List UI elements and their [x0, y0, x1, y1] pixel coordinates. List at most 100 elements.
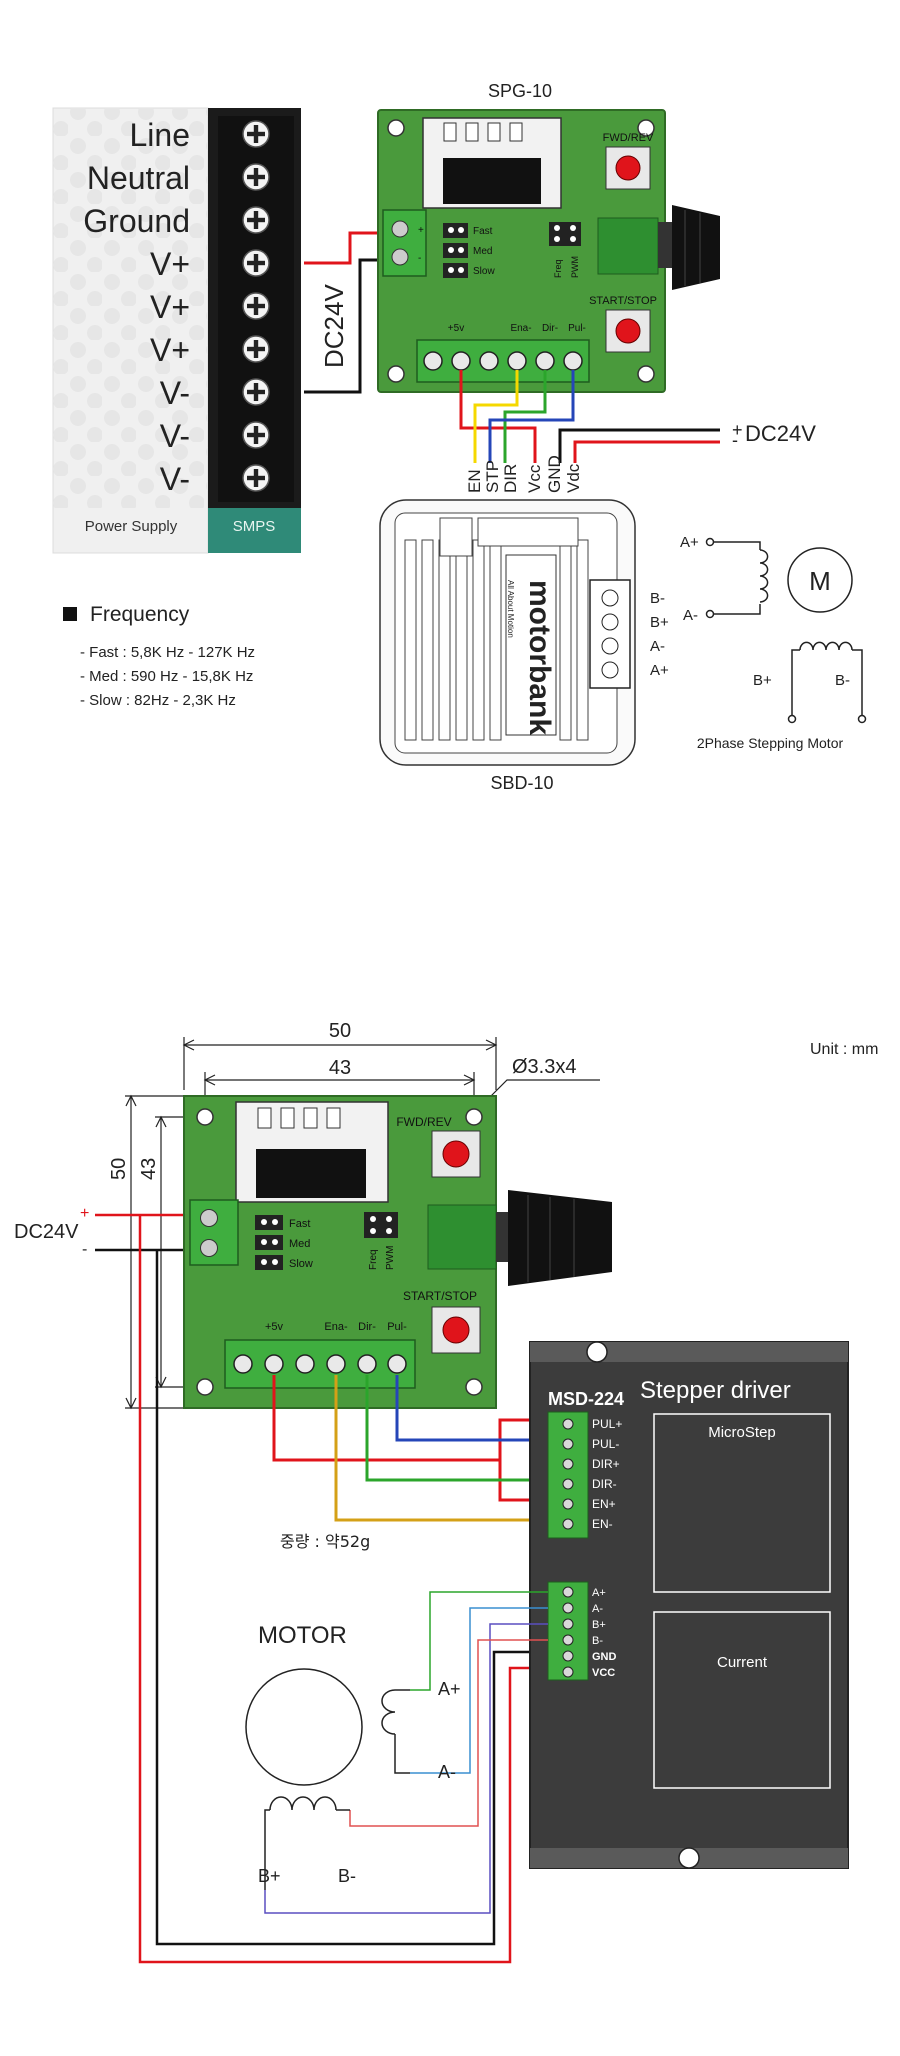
coil-pin-label: B- [650, 590, 665, 607]
power-pin-label: VCC [592, 1667, 615, 1679]
pin-label: Ena- [324, 1321, 348, 1333]
start-stop-label: START/STOP [403, 1289, 477, 1303]
mode-jumpers: Freq PWM [364, 1212, 398, 1270]
dc-label: DC24V [14, 1221, 79, 1243]
spg10-board: SPG-10 FWD/REV + - [377, 81, 720, 393]
signal-pin-labels: PUL+ PUL- DIR+ DIR- EN+ EN- [592, 1417, 622, 1531]
signal-pin-label: PUL+ [592, 1417, 622, 1431]
jumper-label: Freq [368, 1249, 379, 1270]
signal-connector [547, 1411, 589, 1539]
signal-pin-label: DIR+ [592, 1457, 620, 1471]
jumper-label: Fast [473, 226, 493, 237]
frequency-title: Frequency [90, 603, 190, 626]
spg-title: SPG-10 [488, 81, 552, 101]
dim-hole: Ø3.3x4 [512, 1056, 576, 1078]
signal-pin-label: DIR- [592, 1477, 617, 1491]
signal-terminal-block [224, 1339, 416, 1389]
svg-text:-: - [418, 253, 421, 264]
terminal-label: V- [160, 375, 190, 411]
motor-a-plus: A+ [438, 1679, 461, 1699]
power-pin-label: B+ [592, 1619, 606, 1631]
motor-a-minus: A- [683, 607, 698, 624]
bottom-section: Unit : mm 50 43 Ø3.3x4 [14, 1020, 878, 1964]
terminal-label: Line [130, 117, 191, 153]
supply-plus: + [732, 420, 743, 440]
signal-pin-label: PUL- [592, 1437, 619, 1451]
pin-label: Dir- [358, 1321, 376, 1333]
psu-power-wires [304, 231, 385, 394]
signal-pin-label: EN+ [592, 1497, 616, 1511]
dim-height-50: 50 [108, 1158, 130, 1180]
unit-label: Unit : mm [810, 1041, 878, 1058]
msd-title: Stepper driver [640, 1377, 791, 1404]
jumper-label: Med [289, 1238, 310, 1250]
driver-pin-label: DIR [501, 464, 520, 493]
pin-label: Pul- [387, 1321, 407, 1333]
motor-title: MOTOR [258, 1622, 347, 1649]
driver-pin-label: GND [545, 455, 564, 493]
sbd-coil-labels: B- B+ A- A+ [650, 590, 669, 679]
pin-label: Pul- [568, 323, 586, 334]
coil-pin-label: B+ [650, 614, 669, 631]
control-wires [459, 370, 720, 463]
potentiometer-knob[interactable] [427, 1190, 612, 1286]
driver-pin-label: Vdc [564, 463, 583, 493]
terminal-label: V+ [150, 332, 190, 368]
spg10-board-dimensioned: FWD/REV Fast Med Slow Freq [183, 1095, 612, 1409]
jumper-label: Slow [473, 266, 495, 277]
motor-a-minus: A- [438, 1762, 456, 1782]
motor-m-label: M [809, 566, 831, 596]
pin-label: +5v [448, 323, 464, 334]
speed-jumpers: Fast Med Slow [443, 223, 495, 278]
sbd-title: SBD-10 [490, 773, 553, 793]
supply-minus: - [732, 430, 738, 450]
power-pin-label: B- [592, 1635, 603, 1647]
motor-b-plus: B+ [753, 672, 772, 689]
jumper-label: PWM [570, 256, 580, 278]
weight-label: 중량 : 약52g [280, 1532, 370, 1551]
power-connector [547, 1581, 589, 1681]
dim-height-43: 43 [138, 1158, 160, 1180]
terminal-label: Ground [83, 203, 190, 239]
terminal-label: V+ [150, 289, 190, 325]
sbd-subtitle: All About Motion [506, 580, 515, 638]
microstep-panel [653, 1413, 831, 1593]
potentiometer-knob[interactable] [597, 205, 720, 290]
current-panel [653, 1611, 831, 1789]
terminal-label: V- [160, 418, 190, 454]
msd224-driver: MSD-224 Stepper driver PUL+ PUL- DIR+ DI… [529, 1341, 849, 1869]
speed-jumpers: Fast Med Slow [255, 1215, 313, 1270]
dimension-lines [125, 1037, 600, 1410]
power-supply: Power Supply SMPS Line Neutral Ground V+… [52, 107, 301, 554]
dim-width-50: 50 [329, 1020, 351, 1042]
terminal-label: V+ [150, 246, 190, 282]
terminal-label: Neutral [87, 160, 190, 196]
dc24v-vertical-label: DC24V [319, 284, 349, 368]
dc-plus: + [80, 1205, 89, 1222]
signal-pin-label: EN- [592, 1517, 613, 1531]
psu-label: Power Supply [85, 518, 178, 535]
current-label: Current [717, 1654, 768, 1671]
dc-input-terminal [382, 209, 427, 277]
frequency-line: - Med : 590 Hz - 15,8K Hz [80, 668, 253, 685]
frequency-info: Frequency - Fast : 5,8K Hz - 127K Hz - M… [63, 603, 255, 709]
microstep-label: MicroStep [708, 1424, 776, 1441]
power-pin-label: A- [592, 1603, 603, 1615]
motor-wires [264, 1591, 548, 1914]
smps-label: SMPS [233, 518, 276, 535]
pin-label: Dir- [542, 323, 558, 334]
jumper-label: PWM [385, 1246, 396, 1270]
terminal-label: V- [160, 461, 190, 497]
psu-terminal-labels: Line Neutral Ground V+ V+ V+ V- V- V- [83, 117, 190, 497]
motor-schematic: MOTOR A+ A- B+ B- [245, 1622, 461, 1890]
jumper-label: Freq [553, 259, 563, 278]
power-pin-label: A+ [592, 1587, 606, 1599]
top-section: Power Supply SMPS Line Neutral Ground V+… [52, 81, 867, 793]
motor-b-minus: B- [338, 1866, 356, 1886]
svg-text:+: + [418, 225, 424, 236]
terminal-screws [218, 116, 294, 502]
mode-jumpers: Freq PWM [549, 222, 581, 278]
pin-label: +5v [265, 1321, 284, 1333]
dim-width-43: 43 [329, 1057, 351, 1079]
motor-caption: 2Phase Stepping Motor [697, 735, 844, 751]
